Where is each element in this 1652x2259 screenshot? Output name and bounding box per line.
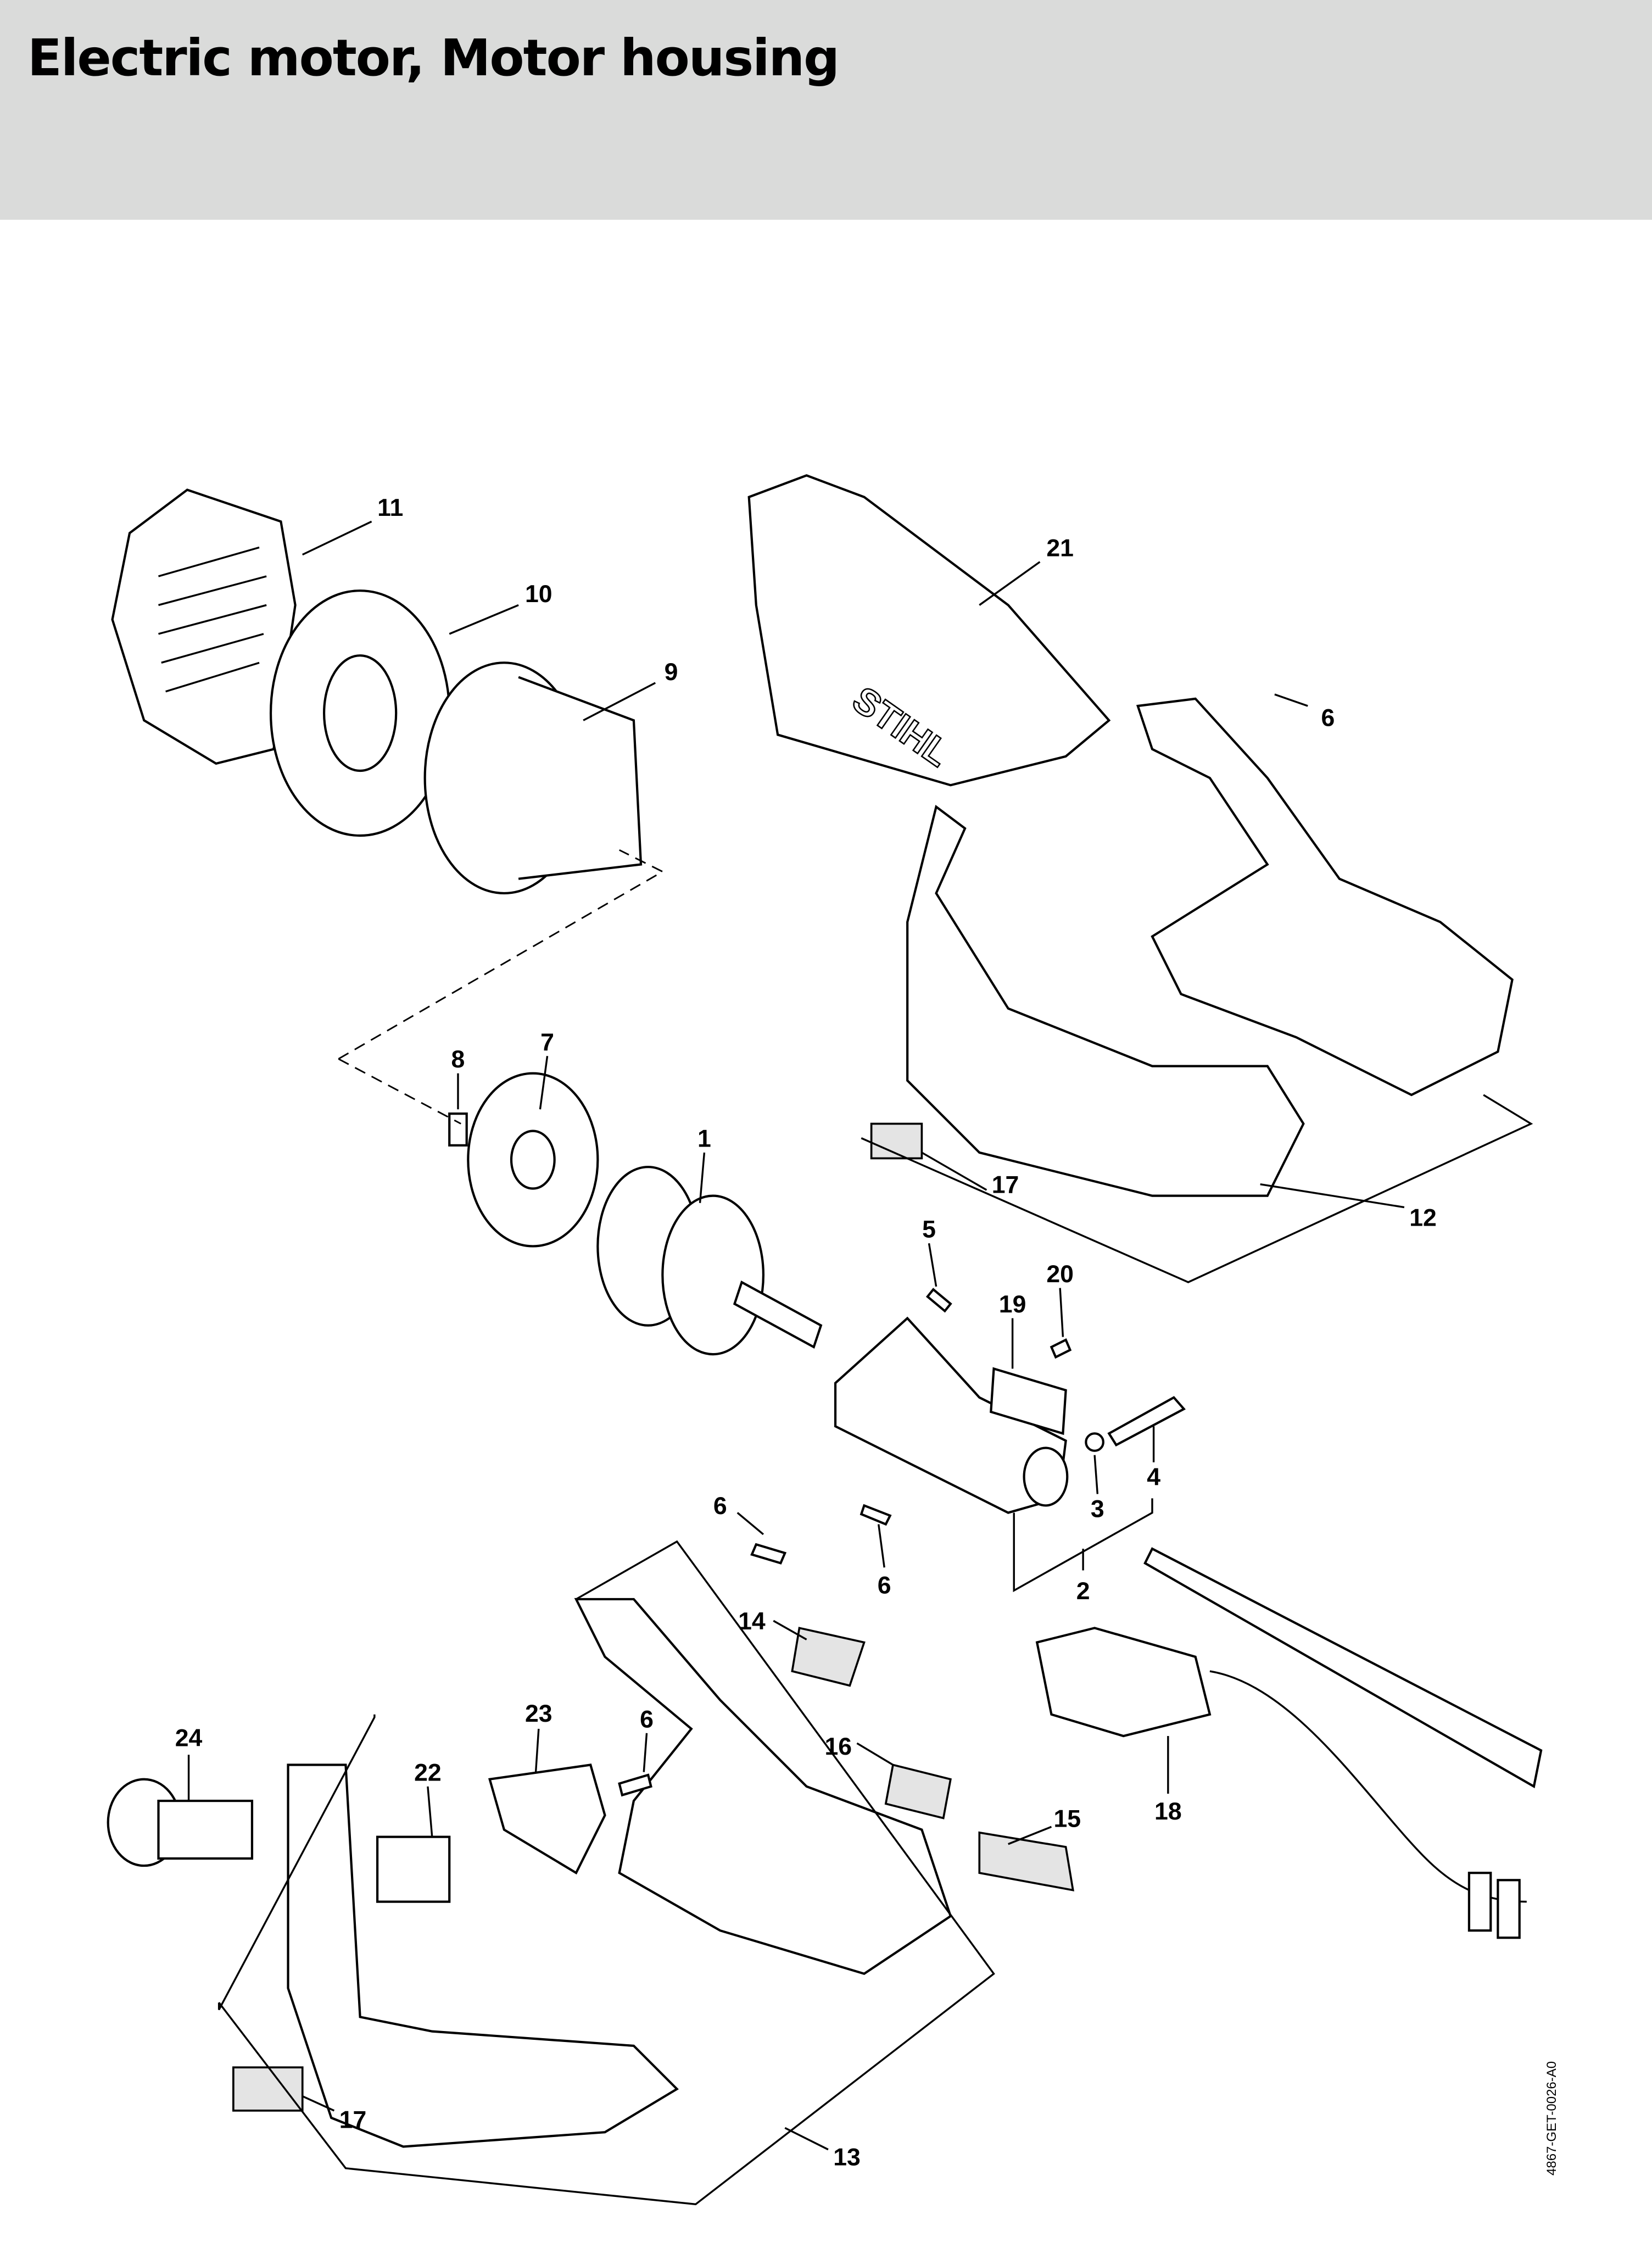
part-11-grille-cover (111, 488, 297, 765)
part-21-top-cover: STIHL (747, 474, 1111, 787)
callout-10[interactable]: 10 (525, 581, 552, 608)
part-6-screw (618, 1773, 652, 1797)
callout-4[interactable]: 4 (1147, 1464, 1160, 1491)
part-5-screw (925, 1288, 952, 1313)
callout-14[interactable]: 14 (738, 1608, 766, 1635)
callout-3[interactable]: 3 (1091, 1495, 1104, 1522)
callout-17[interactable]: 17 (992, 1171, 1019, 1198)
part-13-housing-half-lower (107, 1543, 1074, 2148)
part-9-fan-housing (423, 661, 643, 895)
callout-6[interactable]: 6 (878, 1572, 891, 1599)
part-22-socket (376, 1835, 451, 1903)
part-2-motor-mount (834, 1288, 1186, 1526)
part-3-washer (1085, 1432, 1104, 1452)
callout-1[interactable]: 1 (697, 1125, 711, 1152)
part-6-screw (750, 1543, 787, 1565)
callout-20[interactable]: 20 (1046, 1261, 1074, 1288)
callout-5[interactable]: 5 (922, 1216, 936, 1243)
page-header: Electric motor, Motor housing (0, 0, 1652, 220)
callout-11[interactable]: 11 (377, 494, 403, 521)
part-14-label (791, 1627, 866, 1687)
warning-label-17b (232, 2066, 304, 2112)
part-1-electric-motor (596, 1166, 823, 1356)
part-4-screw (1107, 1396, 1186, 1447)
part-7-fan-wheel (467, 1072, 599, 1248)
callout-15[interactable]: 15 (1053, 1805, 1081, 1832)
drawing-code: 4867-GET-0026-A0 (1544, 2061, 1559, 2175)
part-16-label (884, 1763, 952, 1820)
callout-23[interactable]: 23 (525, 1700, 552, 1727)
callout-24[interactable]: 24 (175, 1724, 203, 1751)
callout-8[interactable]: 8 (451, 1046, 465, 1073)
callout-12[interactable]: 12 (1409, 1205, 1437, 1232)
warning-label-17 (870, 1122, 923, 1160)
part-19-plate (990, 1367, 1067, 1435)
callout-22[interactable]: 22 (414, 1759, 442, 1786)
callout-17[interactable]: 17 (339, 2106, 367, 2133)
drive-tube (1143, 1547, 1543, 1789)
callout-9[interactable]: 9 (665, 659, 678, 686)
callout-18[interactable]: 18 (1154, 1798, 1182, 1825)
callout-2[interactable]: 2 (1076, 1578, 1090, 1605)
callout-6[interactable]: 6 (713, 1493, 727, 1520)
part-10-fan-cover (269, 589, 451, 837)
page-title: Electric motor, Motor housing (27, 29, 840, 87)
callout-16[interactable]: 16 (824, 1733, 852, 1760)
part-12-housing-half (870, 697, 1514, 1197)
callout-6[interactable]: 6 (1321, 705, 1335, 732)
part-18-switch-harness (1035, 1627, 1527, 1939)
callout-7[interactable]: 7 (540, 1029, 554, 1056)
part-20-screw (1050, 1338, 1072, 1359)
callout-13[interactable]: 13 (833, 2144, 861, 2171)
part-6-screw (860, 1504, 892, 1526)
part-23-bracket (488, 1763, 606, 1875)
part-8-screw (448, 1112, 468, 1147)
callout-19[interactable]: 19 (999, 1291, 1026, 1318)
callout-6[interactable]: 6 (640, 1706, 654, 1733)
callout-21[interactable]: 21 (1046, 535, 1074, 561)
part-15-label (978, 1831, 1074, 1891)
